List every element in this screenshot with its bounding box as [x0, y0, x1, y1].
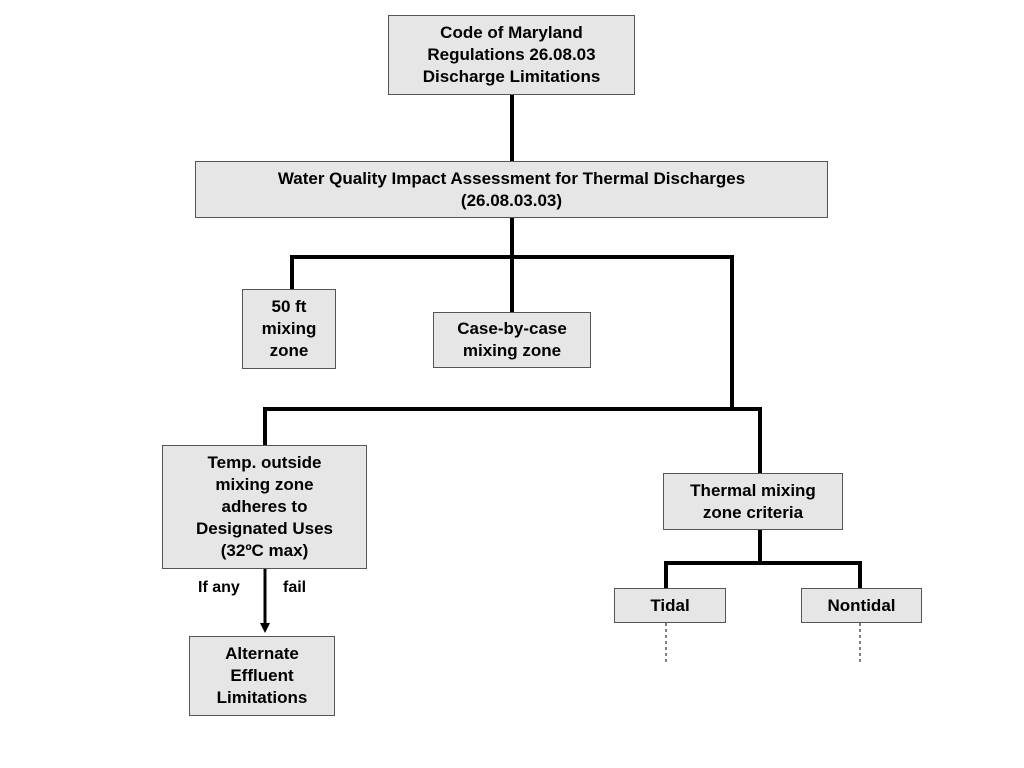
- assessment-box: Water Quality Impact Assessment for Ther…: [195, 161, 828, 218]
- tidal-box: Tidal: [614, 588, 726, 623]
- fifty-ft-mixing-zone-box: 50 ft mixing zone: [242, 289, 336, 369]
- edge-label-fail: fail: [283, 579, 307, 596]
- nontidal-box: Nontidal: [801, 588, 922, 623]
- alternate-effluent-limitations-box: Alternate Effluent Limitations: [189, 636, 335, 716]
- regulations-box: Code of Maryland Regulations 26.08.03 Di…: [388, 15, 635, 95]
- thermal-mixing-zone-criteria-box: Thermal mixing zone criteria: [663, 473, 843, 530]
- case-by-case-mixing-zone-box: Case-by-case mixing zone: [433, 312, 591, 368]
- temp-outside-mixing-zone-box: Temp. outside mixing zone adheres to Des…: [162, 445, 367, 569]
- edge-label-if-any: If any: [198, 579, 240, 596]
